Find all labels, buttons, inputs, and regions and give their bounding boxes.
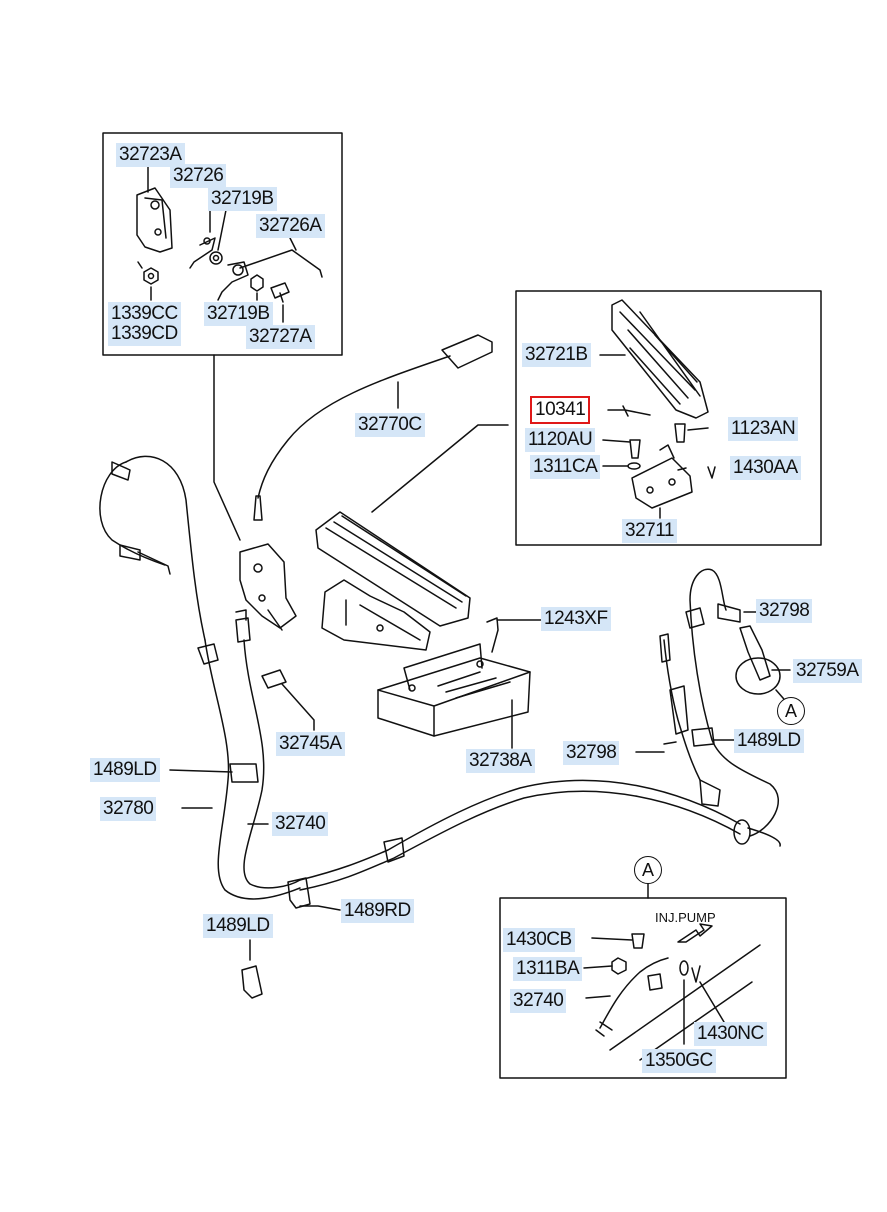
label-1430NC: 1430NC [694, 1022, 767, 1046]
label-32780: 32780 [100, 797, 157, 821]
part-1123AN-bolt [674, 423, 686, 443]
label-1123AN: 1123AN [728, 417, 799, 441]
label-1489LD-bottom: 1489LD [203, 914, 273, 938]
part-32726A-rod [239, 249, 323, 278]
label-32726: 32726 [170, 164, 227, 188]
label-1311CA: 1311CA [530, 455, 601, 479]
label-1430AA: 1430AA [730, 456, 801, 480]
part-1489LD-clamp-left [229, 763, 259, 783]
label-32727A: 32727A [246, 325, 315, 349]
part-32759A-end [739, 625, 771, 681]
part-1311CA-washer [627, 462, 641, 470]
part-32770C-cable [257, 355, 451, 499]
part-32780-cable [204, 639, 301, 900]
part-32719B-nut [250, 274, 264, 292]
label-32745A: 32745A [276, 732, 345, 756]
part-32711-bracket [631, 457, 693, 509]
part-32723A-bracket [136, 187, 173, 253]
cable-to-inj-pump [299, 779, 741, 881]
cable-loop-right [689, 568, 780, 837]
label-32740-detail: 32740 [510, 989, 567, 1013]
part-10341-bolt [622, 405, 651, 417]
inj-pump-text: INJ.PUMP [655, 910, 716, 925]
label-32711: 32711 [622, 519, 677, 543]
part-32721B-pedal-plate [611, 299, 709, 419]
label-32798-middle: 32798 [563, 741, 620, 765]
label-1339CC: 1339CC [108, 302, 181, 326]
label-32759A: 32759A [793, 659, 862, 683]
label-1489LD-right: 1489LD [734, 729, 804, 753]
label-10341-highlighted: 10341 [529, 396, 591, 424]
inset-box-pedal-linkage [102, 132, 343, 356]
part-1120AU-bolt [629, 439, 641, 459]
detail-marker-a-right: A [777, 697, 805, 725]
part-1430NC-pin [691, 965, 701, 983]
label-32721B: 32721B [522, 343, 591, 367]
inset-box-detail-a [499, 897, 787, 1079]
inset-box-pedal-assembly [515, 290, 822, 546]
label-32798-top: 32798 [756, 599, 813, 623]
label-32723A: 32723A [116, 143, 185, 167]
inj-pump-arrow [677, 923, 713, 943]
label-32740: 32740 [272, 812, 329, 836]
label-1243XF: 1243XF [541, 607, 611, 631]
label-1339CD: 1339CD [108, 322, 181, 346]
label-32719B-bottom: 32719B [204, 302, 273, 326]
label-1489RD: 1489RD [341, 899, 414, 923]
label-1120AU: 1120AU [525, 428, 596, 452]
label-1430CB: 1430CB [503, 928, 575, 952]
part-1339CC-nut [143, 267, 159, 285]
part-32726-clip [189, 237, 216, 269]
part-32719B-bushing [209, 251, 223, 265]
part-1350GC-washer [679, 960, 689, 976]
label-32738A: 32738A [466, 749, 535, 773]
part-1311BA-nut [611, 957, 627, 975]
label-32770C: 32770C [355, 413, 425, 437]
part-1243XF-bolt [486, 617, 499, 653]
detail-marker-a-box: A [634, 856, 662, 884]
part-1430CB-bolt [631, 933, 645, 949]
part-32727A-bolt [270, 282, 290, 303]
label-1489LD-left: 1489LD [90, 758, 160, 782]
part-1489LD-clamp-right [691, 727, 715, 747]
label-32719B-top: 32719B [208, 187, 277, 211]
part-accelerator-pedal [315, 511, 471, 627]
label-1350GC: 1350GC [642, 1049, 716, 1073]
part-32738A-pedal-pad [377, 657, 531, 737]
cable-loop-left [99, 461, 166, 566]
part-1489RD-clip [287, 877, 311, 909]
part-1430AA-pin [707, 466, 716, 479]
part-32740-detail-cable [599, 957, 669, 1029]
label-1311BA: 1311BA [513, 957, 583, 981]
label-32726A: 32726A [256, 214, 325, 238]
part-1489LD-clip-bottom [241, 965, 263, 999]
part-32745A-clip [261, 669, 287, 689]
part-32740-cable [243, 639, 301, 889]
part-lever-bracket [239, 543, 297, 629]
